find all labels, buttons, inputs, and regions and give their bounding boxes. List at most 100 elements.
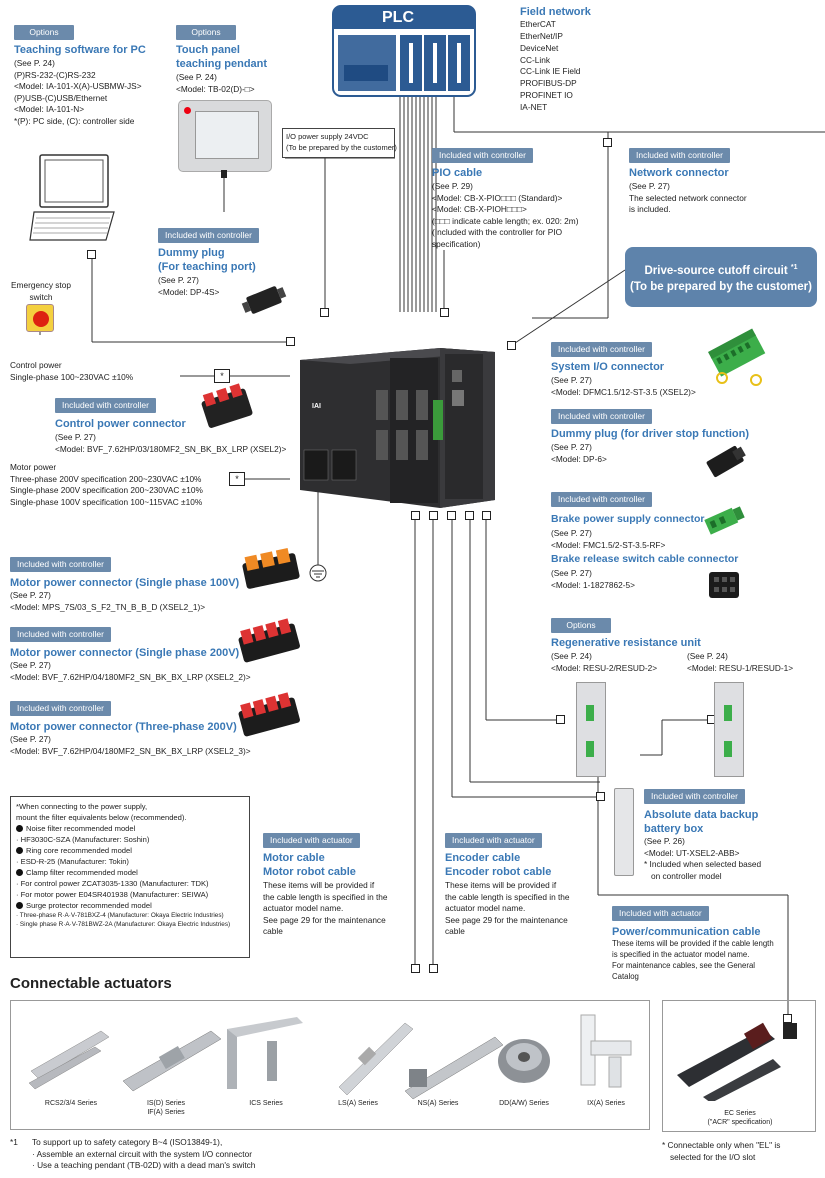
badge-included-controller: Included with controller <box>644 789 745 805</box>
connection-point <box>440 308 449 317</box>
info-line: <Model: RESU-1/RESUD-1> <box>687 662 794 673</box>
system-io-connector-title: System I/O connector <box>551 361 665 373</box>
filter-line: mount the filter equivalents below (reco… <box>16 813 187 822</box>
info-line: <Model: FMC1.5/2-ST-3.5-RF> <box>551 539 666 550</box>
info-line: (See P. 26) <box>644 836 685 846</box>
cutoff-line: (To be prepared by the customer) <box>630 281 812 294</box>
brake-power-connector-info: (See P. 27) <Model: FMC1.5/2-ST-3.5-RF> <box>551 528 665 551</box>
system-io-connector-info: (See P. 27) <Model: DFMC1.5/12-ST-3.5 (X… <box>551 375 696 398</box>
footnote-line: · Assemble an external circuit with the … <box>32 1148 252 1159</box>
actuator-images <box>28 1014 632 1100</box>
field-network: Field network EtherCAT EtherNet/IP Devic… <box>520 5 591 114</box>
info-line: <Model: RESU-2/RESUD-2> <box>551 662 658 673</box>
label-line: Three-phase 200V specification 200~230VA… <box>10 473 202 484</box>
info-line: See page 29 for the maintenance <box>263 914 386 925</box>
connection-point <box>596 792 605 801</box>
regenerative-unit-title: Regenerative resistance unit <box>551 637 701 649</box>
connection-point <box>429 964 438 973</box>
filter-heading: Noise filter recommended model <box>16 823 244 834</box>
badge-included-actuator: Included with actuator <box>445 833 542 849</box>
info-line: (See P. 27) <box>551 568 592 578</box>
info-line: <Model: 1-1827862-5> <box>551 579 635 590</box>
title-line: teaching pendant <box>176 58 268 71</box>
connection-point <box>411 511 420 520</box>
actuator-label-rcs: RCS2/3/4 Series <box>44 1100 98 1107</box>
connection-point <box>411 964 420 973</box>
regenerative-unit-info-right: (See P. 24) <Model: RESU-1/RESUD-1> <box>687 651 793 674</box>
filter-heading: Clamp filter recommended model <box>16 867 244 878</box>
battery-box-image <box>614 788 634 876</box>
info-line: cable <box>263 926 283 937</box>
ls-actuator-image <box>338 1022 414 1096</box>
footnote-line: To support up to safety category B~4 (IS… <box>32 1137 223 1147</box>
filter-line: · Three-phase R·A·V-781BXZ-4 (Manufactur… <box>16 912 224 919</box>
connection-point <box>482 511 491 520</box>
ns-actuator-image <box>404 1036 504 1100</box>
motor-connector-200v-info: (See P. 27) <Model: BVF_7.62HP/04/180MF2… <box>10 660 251 683</box>
brake-power-connector-title: Brake power supply connector <box>551 513 705 525</box>
info-line: <Model: UT-XSEL2-ABB> <box>644 847 740 858</box>
info-line: specification) <box>432 239 481 250</box>
label-line: Single-phase 200V specification 200~230V… <box>10 485 203 496</box>
badge-included-controller: Included with controller <box>551 492 652 508</box>
info-line: the cable length is specified in the <box>445 891 570 902</box>
footnote-line: · Use a teaching pendant (TB-02D) with a… <box>32 1160 256 1171</box>
motor-cable-title: Motor cable Motor robot cable <box>263 851 356 879</box>
motor-connector-100v-info: (See P. 27) <Model: MPS_7S/03_S_F2_TN_B_… <box>10 590 205 613</box>
network-connector-info: (See P. 27) The selected network connect… <box>629 181 747 216</box>
pendant-estop <box>184 107 191 114</box>
connectable-actuators-heading: Connectable actuators <box>10 975 172 992</box>
connection-point <box>465 511 474 520</box>
badge-included-controller: Included with controller <box>629 148 730 164</box>
info-line: the cable length is specified in the <box>263 891 388 902</box>
badge-included-controller: Included with controller <box>10 701 111 717</box>
label-line: Single-phase 100V specification 100~115V… <box>10 496 203 507</box>
badge-included-controller: Included with controller <box>551 342 652 358</box>
filter-mark: * <box>229 472 245 486</box>
rcs-actuator-image <box>28 1030 110 1090</box>
power-communication-cable-info: These items will be provided if the cabl… <box>612 939 774 983</box>
info-line: These items will be provided if <box>445 880 557 890</box>
info-line: The selected network connector <box>629 192 747 203</box>
title-line: Motor cable <box>263 852 325 864</box>
estop-button <box>33 311 49 327</box>
label-line: Control power <box>10 360 62 370</box>
title-line: Dummy plug <box>158 247 225 259</box>
unit-terminal <box>724 741 732 757</box>
badge-included-controller: Included with controller <box>158 228 259 244</box>
info-line: <Model: IA-101-N> <box>14 104 85 115</box>
title-line: (For teaching port) <box>158 261 256 274</box>
field-network-item: EtherNet/IP <box>520 31 563 42</box>
field-network-item: CC-Link IE Field <box>520 66 581 77</box>
ec-footnote: * Connectable only when "EL" is selected… <box>662 1140 780 1163</box>
info-line: (See P. 24) <box>14 58 55 68</box>
info-line: <Model: DP-6> <box>551 453 607 464</box>
encoder-cable-title: Encoder cable Encoder robot cable <box>445 851 551 879</box>
regenerative-unit-image <box>714 682 744 777</box>
battery-box-title: Absolute data backup battery box <box>644 808 758 836</box>
badge-included-actuator: Included with actuator <box>612 906 709 922</box>
actuator-label-ls: LS(A) Series <box>338 1100 378 1107</box>
filter-line: *When connecting to the power supply, <box>16 802 148 811</box>
field-network-item: CC-Link <box>520 54 550 65</box>
field-network-item: DeviceNet <box>520 42 559 53</box>
info-line: (□□□ indicate cable length; ex. 020: 2m) <box>432 215 579 226</box>
footnote-line: selected for the I/O slot <box>670 1151 756 1162</box>
system-io-connector-image <box>708 326 770 391</box>
connection-point <box>286 337 295 346</box>
dummy-plug-dp6-image <box>700 440 752 485</box>
dummy-plug-driver-stop-info: (See P. 27) <Model: DP-6> <box>551 442 607 465</box>
dummy-plug-image <box>240 283 288 320</box>
info-line: <Model: DP-4S> <box>158 286 220 297</box>
title-line: Encoder cable <box>445 852 521 864</box>
info-line: <Model: CB-X-PIO□□□ (Standard)> <box>432 192 563 203</box>
info-line: (See P. 24) <box>176 72 217 82</box>
motor-connector-100v-title: Motor power connector (Single phase 100V… <box>10 577 240 589</box>
xsel2-controller-image: IAI <box>290 330 500 513</box>
title-line: battery box <box>644 823 704 836</box>
actuator-label-ix: IX(A) Series <box>587 1100 625 1107</box>
info-line: <Model: DFMC1.5/12-ST-3.5 (XSEL2)> <box>551 386 696 397</box>
motor-connector-200v-image <box>236 616 302 671</box>
